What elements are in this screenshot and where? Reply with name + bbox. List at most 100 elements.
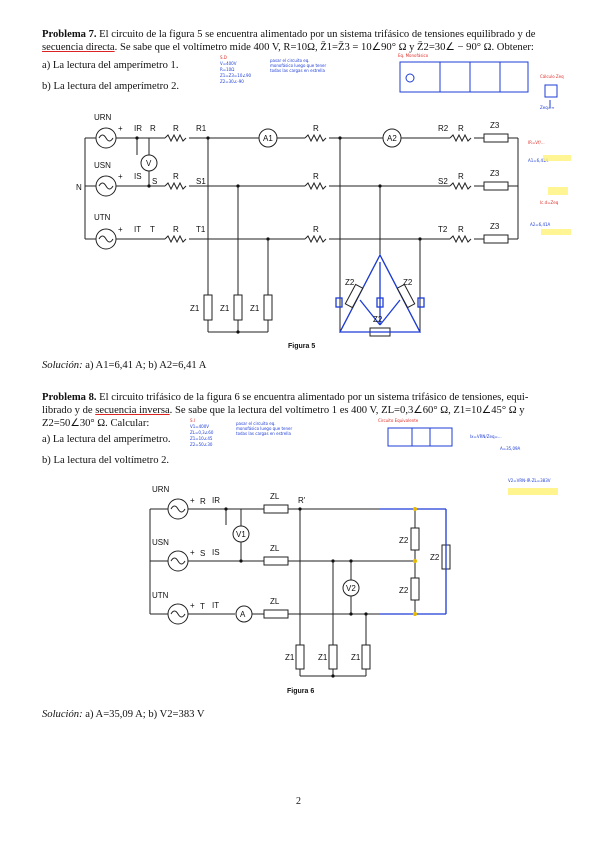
note7-sd: S.D bbox=[220, 55, 227, 60]
fig5-z2-right: Z2 bbox=[403, 278, 413, 287]
note7-r: R=10Ω bbox=[220, 67, 235, 72]
fig5-res-right-t: R bbox=[458, 225, 464, 234]
fig5-res-mid-r: R bbox=[313, 124, 319, 133]
note7-r3: Ic.d=Zeq bbox=[540, 200, 559, 205]
fig5-s2-label: S2 bbox=[438, 177, 448, 186]
problem8-item-b: b) La lectura del voltímetro 2. bbox=[42, 455, 170, 466]
fig5-a1-label: A1 bbox=[263, 134, 273, 143]
fig6-rprime-label: R' bbox=[298, 496, 306, 505]
fig5-s-node: S bbox=[152, 177, 157, 186]
fig6-it-label: IT bbox=[212, 601, 219, 610]
fig5-z1-a: Z1 bbox=[190, 304, 200, 313]
fig6-zl-a: ZL bbox=[270, 492, 280, 501]
note8-v1: V1=400V bbox=[190, 424, 210, 429]
fig5-r-node: R bbox=[150, 124, 156, 133]
problem7-item-a: a) La lectura del amperímetro 1. bbox=[42, 60, 179, 71]
fig6-urn-label: URN bbox=[152, 485, 170, 494]
fig6-t-node: T bbox=[200, 602, 205, 611]
fig5-z3-b: Z3 bbox=[490, 169, 500, 178]
note8-z2: Z2=50∠30 bbox=[190, 442, 213, 447]
problem8-text-line2a: librado y de bbox=[42, 405, 96, 416]
fig5-t2-label: T2 bbox=[438, 225, 448, 234]
fig6-z2-c: Z2 bbox=[430, 553, 440, 562]
note7-r2: A1=6,41A bbox=[528, 158, 549, 163]
fig6-zl-c: ZL bbox=[270, 597, 280, 606]
fig5-res-right-s: R bbox=[458, 172, 464, 181]
fig5-res-mid-s: R bbox=[313, 172, 319, 181]
fig5-utn-label: UTN bbox=[94, 213, 111, 222]
fig5-z1-c: Z1 bbox=[250, 304, 260, 313]
fig5-z2-left: Z2 bbox=[345, 278, 355, 287]
fig5-usn-label: USN bbox=[94, 161, 111, 170]
problem7-statement: Problema 7. El circuito de la figura 5 s… bbox=[42, 28, 562, 54]
fig5-r1-label: R1 bbox=[196, 124, 207, 133]
fig5-n-label: N bbox=[76, 183, 82, 192]
fig6-z1-c: Z1 bbox=[351, 653, 361, 662]
fig6-plus-r: + bbox=[190, 496, 195, 505]
fig5-v-label: V bbox=[146, 159, 152, 168]
fig5-t1-label: T1 bbox=[196, 225, 206, 234]
fig5-z3-c: Z3 bbox=[490, 222, 500, 231]
fig6-ir-label: IR bbox=[212, 496, 220, 505]
problem8-text-line1: El circuito trifásico de la figura 6 se … bbox=[96, 392, 529, 403]
note8-eq-title: Circuito Equivalente bbox=[378, 418, 419, 423]
fig5-it-label: IT bbox=[134, 225, 141, 234]
note8-r2: A=35,09A bbox=[500, 446, 521, 451]
problem7-solution-label: Solución: bbox=[42, 360, 83, 371]
note7-z2: Z2=30∠-90 bbox=[220, 79, 244, 84]
fig5-plus-t: + bbox=[118, 225, 123, 234]
fig6-zl-b: ZL bbox=[270, 544, 280, 553]
fig5-is-label: IS bbox=[134, 172, 142, 181]
fig6-z1-a: Z1 bbox=[285, 653, 295, 662]
problem7-solution-text: a) A1=6,41 A; b) A2=6,41 A bbox=[82, 360, 207, 371]
note7-v: V=400V bbox=[220, 61, 237, 66]
fig5-plus-r: + bbox=[118, 124, 123, 133]
problem7-text-line1: El circuito de la figura 5 se encuentra … bbox=[96, 29, 536, 40]
fig6-utn-label: UTN bbox=[152, 591, 169, 600]
note7-r4: A2=6,41A bbox=[530, 222, 551, 227]
problem7-item-b: b) La lectura del amperímetro 2. bbox=[42, 81, 180, 92]
sketch8-equivalent bbox=[387, 427, 453, 447]
note7-arrow-text: pasar el circuito eq. monofásico luego q… bbox=[270, 58, 327, 73]
fig5-s1-label: S1 bbox=[196, 177, 206, 186]
problem8-statement: Problema 8. El circuito trifásico de la … bbox=[42, 391, 562, 430]
problem8-solution-label: Solución: bbox=[42, 709, 83, 720]
fig5-res-right-r: R bbox=[458, 124, 464, 133]
problem8-solution-text: a) A=35,09 A; b) V2=383 V bbox=[82, 709, 205, 720]
fig6-v1-label: V1 bbox=[236, 530, 246, 539]
fig6-v2-label: V2 bbox=[346, 584, 356, 593]
note7-z1: Z1=Z3=10∠90 bbox=[220, 73, 252, 78]
fig5-res-label-s: R bbox=[173, 172, 179, 181]
fig6-a-label: A bbox=[240, 610, 246, 619]
fig5-plus-s: + bbox=[118, 172, 123, 181]
fig6-s-node: S bbox=[200, 549, 205, 558]
note7-r1: IR=Vf/... bbox=[528, 140, 545, 145]
fig6-is-label: IS bbox=[212, 548, 220, 557]
fig6-r-node: R bbox=[200, 497, 206, 506]
fig5-res-label-r: R bbox=[173, 124, 179, 133]
note8-arrow-text: pasar el circuito eq. monofásico luego q… bbox=[236, 421, 293, 436]
problem7-title: Problema 7. bbox=[42, 29, 97, 40]
fig5-res-mid-t: R bbox=[313, 225, 319, 234]
sketch7-equivalent bbox=[399, 61, 529, 93]
problem7-sequence: secuencia directa bbox=[42, 42, 115, 53]
note7-calc2: Zeq=∞ bbox=[540, 105, 555, 110]
fig6-z2-b: Z2 bbox=[399, 586, 409, 595]
problem7-solution: Solución: a) A1=6,41 A; b) A2=6,41 A bbox=[42, 360, 206, 371]
fig6-plus-t: + bbox=[190, 601, 195, 610]
problem8-sequence: secuencia inversa bbox=[95, 405, 170, 416]
problem8-item-a: a) La lectura del amperímetro. bbox=[42, 434, 171, 445]
problem8-solution: Solución: a) A=35,09 A; b) V2=383 V bbox=[42, 709, 205, 720]
note8-r3: V2=VRN-IR·ZL=383V bbox=[508, 478, 551, 483]
fig6-z1-b: Z1 bbox=[318, 653, 328, 662]
note8-z1: Z1=10∠45 bbox=[190, 436, 213, 441]
fig5-z2-bottom: Z2 bbox=[373, 315, 383, 324]
problem8-text-line2b: . Se sabe que la lectura del voltímetro … bbox=[169, 405, 525, 416]
page-number: 2 bbox=[296, 796, 301, 807]
figure5-caption: Figura 5 bbox=[288, 343, 316, 350]
fig6-usn-label: USN bbox=[152, 538, 169, 547]
fig5-z3-a: Z3 bbox=[490, 121, 500, 130]
note8-si: S.I bbox=[190, 418, 195, 423]
